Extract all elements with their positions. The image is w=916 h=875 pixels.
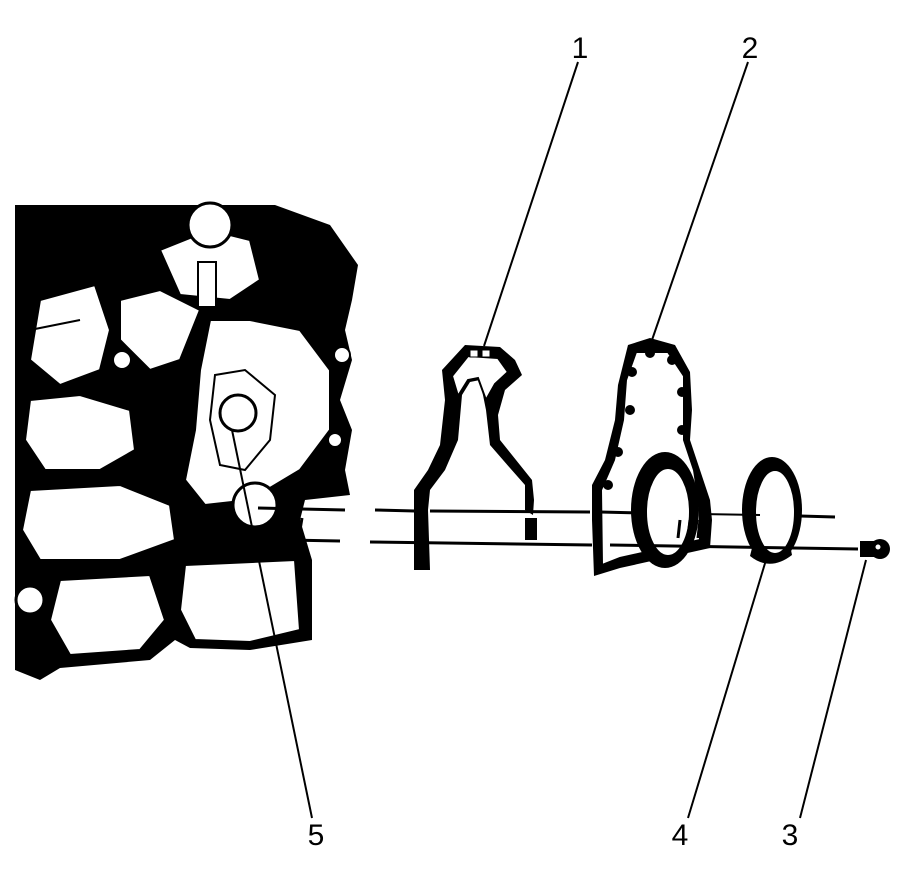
gasket-part-1	[414, 345, 534, 570]
leader-line-4	[687, 559, 767, 819]
callout-5: 5	[308, 819, 325, 852]
alignment-lines	[179, 506, 859, 551]
callout-4: 4	[672, 819, 689, 852]
leader-line-5	[231, 429, 313, 819]
leader-line-1	[483, 61, 579, 347]
callout-2: 2	[742, 32, 759, 65]
cover-plate-part-2	[592, 338, 712, 576]
leader-lines	[231, 61, 867, 819]
callout-1: 1	[572, 32, 589, 65]
callout-labels: 1 2 3 4 5	[308, 32, 799, 852]
leader-line-2	[651, 61, 749, 341]
callout-3: 3	[782, 819, 799, 852]
bolt-part-3	[860, 539, 890, 559]
leader-line-3	[799, 559, 867, 819]
engine-block	[14, 201, 358, 680]
seal-part-4	[742, 457, 802, 564]
